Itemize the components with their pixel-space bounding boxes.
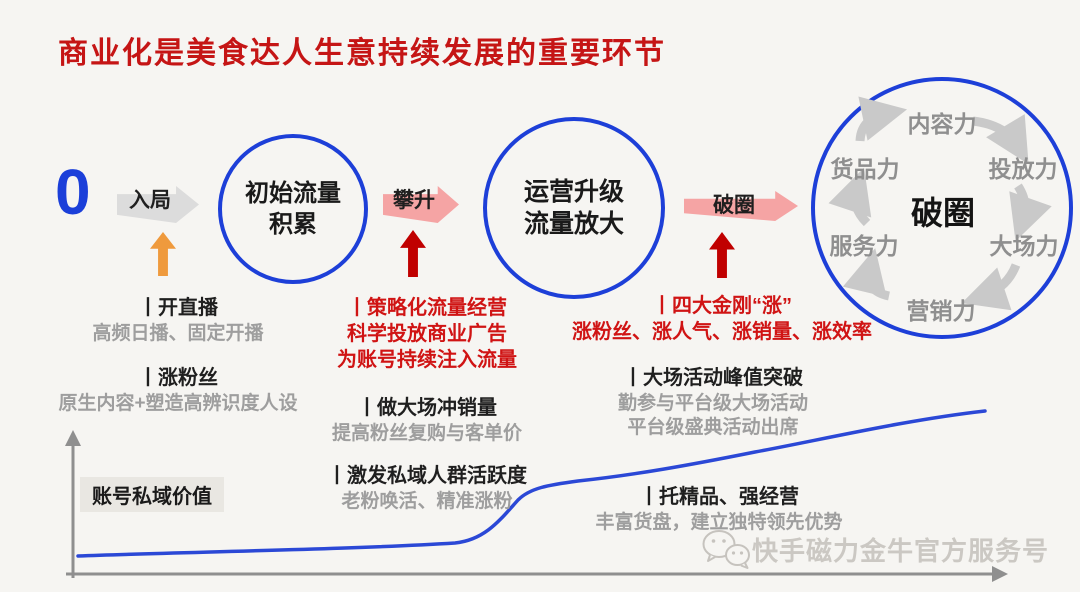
circle-initial-traffic: 初始流量 积累 bbox=[218, 134, 368, 284]
note-strategy-line2: 科学投放商业广告 bbox=[347, 323, 507, 345]
note-grow-fans: 丨涨粉丝 原生内容+塑造高辨识度人设 bbox=[28, 366, 328, 416]
note-open-live-heading: 丨开直播 bbox=[138, 297, 218, 319]
note-peak-event-line1: 勤参与平台级大场活动 bbox=[617, 392, 808, 414]
x-axis-arrowhead bbox=[992, 566, 1008, 582]
cycle-item-ads: 投放力 bbox=[988, 156, 1058, 182]
circle-operation-upgrade-line1: 运营升级 bbox=[523, 177, 624, 206]
circle-initial-traffic-line2: 积累 bbox=[269, 211, 317, 238]
note-peak-event-line2: 平台级盛典活动出席 bbox=[627, 416, 799, 438]
note-four-kings: 丨四大金刚“涨” 涨粉丝、涨人气、涨销量、涨效率 bbox=[567, 293, 877, 345]
entry-stage-label: 入局 bbox=[129, 189, 171, 212]
cycle-item-goods: 货品力 bbox=[830, 156, 900, 182]
note-four-kings-line1: 丨四大金刚“涨” bbox=[652, 295, 792, 317]
note-private-domain-body: 老粉唤活、精准涨粉 bbox=[341, 490, 513, 512]
note-private-domain-heading: 丨激发私域人群活跃度 bbox=[327, 465, 527, 487]
breakout-stage-label: 破圈 bbox=[713, 194, 755, 217]
cycle-item-marketing: 营销力 bbox=[906, 298, 976, 324]
cycle-item-bigshow: 大场力 bbox=[989, 233, 1059, 259]
note-strategy-line3: 为账号持续注入流量 bbox=[337, 349, 517, 371]
cycle-arrow-marketing-to-service-icon bbox=[842, 248, 891, 301]
note-four-kings-line2: 涨粉丝、涨人气、涨销量、涨效率 bbox=[572, 321, 872, 343]
private-domain-value-curve bbox=[76, 409, 987, 558]
note-open-live-body: 高频日播、固定开播 bbox=[92, 322, 264, 344]
cycle-arrow-bigshow-to-marketing-icon bbox=[961, 263, 1021, 311]
page-title: 商业化是美食达人生意持续发展的重要环节 bbox=[58, 37, 666, 70]
note-premium-ops-heading: 丨托精品、强经营 bbox=[639, 486, 799, 508]
breakout-cycle-circle: 内容力 投放力 大场力 营销力 服务力 货品力 破圈 bbox=[811, 77, 1073, 339]
circle-initial-traffic-line1: 初始流量 bbox=[245, 179, 341, 207]
cycle-arrow-content-to-ads-icon bbox=[972, 114, 1029, 165]
watermark-text: 快手磁力金牛官方服务号 bbox=[752, 536, 1050, 566]
flow-start-zero: 0 bbox=[55, 156, 91, 228]
circle-operation-upgrade-line2: 流量放大 bbox=[523, 210, 624, 238]
cycle-arrow-service-to-goods-icon bbox=[828, 167, 872, 227]
cycle-item-service: 服务力 bbox=[829, 233, 899, 259]
wechat-icon bbox=[702, 530, 750, 569]
note-strategy-line1: 丨策略化流量经营 bbox=[347, 297, 507, 319]
note-big-event-sales-body: 提高粉丝复购与客单价 bbox=[331, 422, 522, 444]
climb-stage-label: 攀升 bbox=[393, 189, 435, 212]
note-peak-event-heading: 丨大场活动峰值突破 bbox=[623, 367, 803, 389]
chart-y-axis-label: 账号私域价值 bbox=[80, 477, 224, 512]
cycle-center-label: 破圈 bbox=[910, 195, 976, 231]
y-axis-arrowhead bbox=[65, 430, 81, 446]
note-grow-fans-body: 原生内容+塑造高辨识度人设 bbox=[58, 392, 298, 414]
note-strategy: 丨策略化流量经营 科学投放商业广告 为账号持续注入流量 bbox=[317, 295, 537, 373]
note-private-domain: 丨激发私域人群活跃度 老粉唤活、精准涨粉 bbox=[307, 464, 547, 514]
note-premium-ops-body: 丰富货盘，建立独特领先优势 bbox=[595, 511, 843, 533]
note-premium-ops: 丨托精品、强经营 丰富货盘，建立独特领先优势 bbox=[579, 485, 859, 535]
note-grow-fans-heading: 丨涨粉丝 bbox=[138, 367, 218, 389]
circle-operation-upgrade: 运营升级 流量放大 bbox=[483, 117, 665, 299]
note-peak-event: 丨大场活动峰值突破 勤参与平台级大场活动 平台级盛典活动出席 bbox=[583, 366, 843, 440]
note-open-live: 丨开直播 高频日播、固定开播 bbox=[40, 296, 316, 346]
note-big-event-sales-heading: 丨做大场冲销量 bbox=[357, 397, 497, 419]
cycle-arrows bbox=[828, 96, 1052, 311]
cycle-item-content: 内容力 bbox=[907, 111, 977, 137]
cycle-arrow-ads-to-bigshow-icon bbox=[1009, 183, 1052, 242]
cycle-arrow-goods-to-content-icon bbox=[855, 96, 908, 142]
note-big-event-sales: 丨做大场冲销量 提高粉丝复购与客单价 bbox=[307, 396, 547, 446]
